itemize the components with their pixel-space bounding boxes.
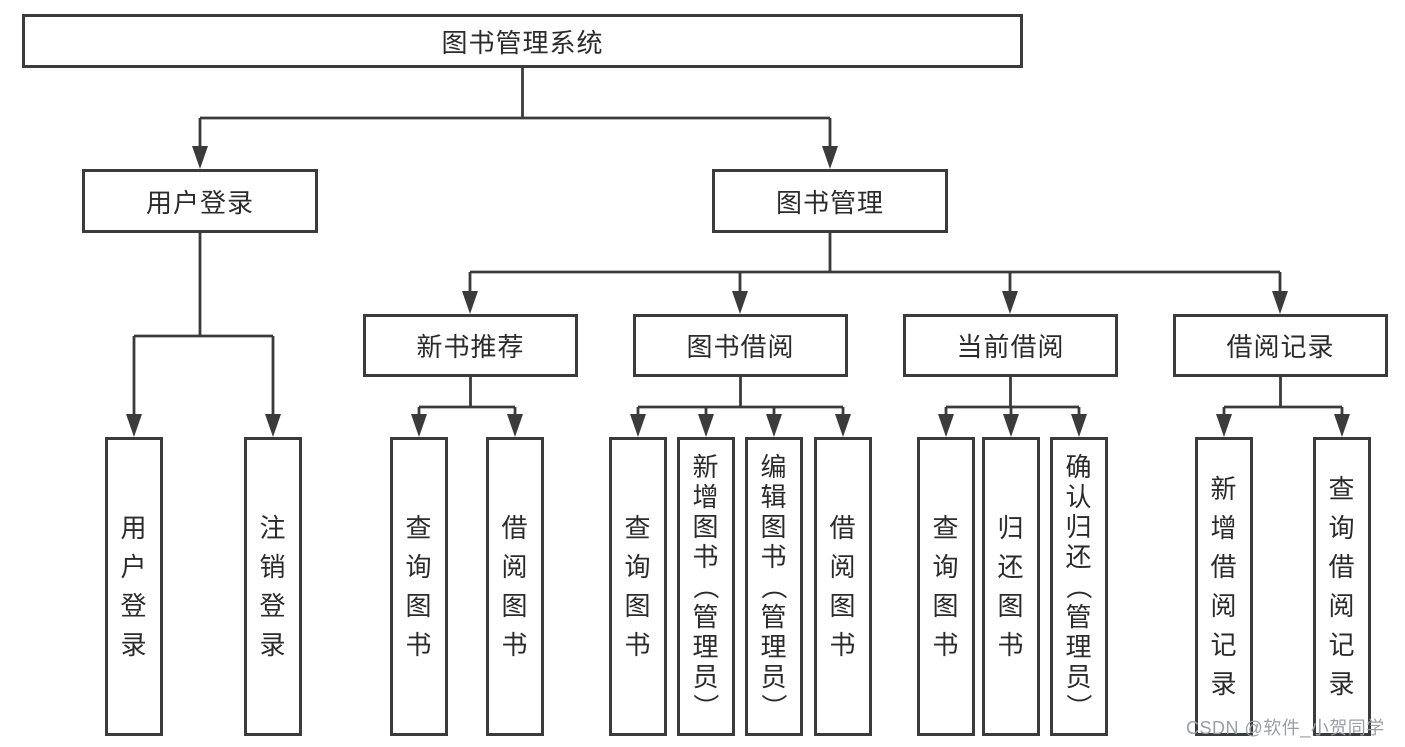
leaf-user-login: 用户登录	[105, 437, 163, 736]
node-current-borrow: 当前借阅	[903, 314, 1118, 377]
node-library-management-system: 图书管理系统	[22, 14, 1023, 68]
leaf-return-books: 归还图书	[982, 437, 1040, 736]
leaf-borrow-books: 借阅图书	[814, 437, 872, 736]
leaf-add-borrow-record: 新增借阅记录	[1195, 437, 1253, 736]
leaf-borrow-books-recommend: 借阅图书	[486, 437, 544, 736]
watermark: CSDN @软件_小贺同学	[1186, 718, 1385, 738]
leaf-add-book-admin: 新增图书（管理员）	[677, 437, 735, 736]
node-user-login: 用户登录	[82, 169, 318, 233]
leaf-query-borrow-record: 查询借阅记录	[1313, 437, 1371, 736]
leaf-logout: 注销登录	[244, 437, 302, 736]
node-book-management: 图书管理	[712, 169, 948, 233]
node-book-borrow: 图书借阅	[633, 314, 848, 377]
leaf-query-books-current: 查询图书	[917, 437, 975, 736]
leaf-edit-book-admin: 编辑图书（管理员）	[745, 437, 803, 736]
node-borrow-records: 借阅记录	[1173, 314, 1388, 377]
leaf-confirm-return-admin: 确认归还（管理员）	[1050, 437, 1108, 736]
leaf-query-books-borrow: 查询图书	[609, 437, 667, 736]
leaf-query-books-recommend: 查询图书	[390, 437, 448, 736]
node-new-book-recommend: 新书推荐	[363, 314, 578, 377]
